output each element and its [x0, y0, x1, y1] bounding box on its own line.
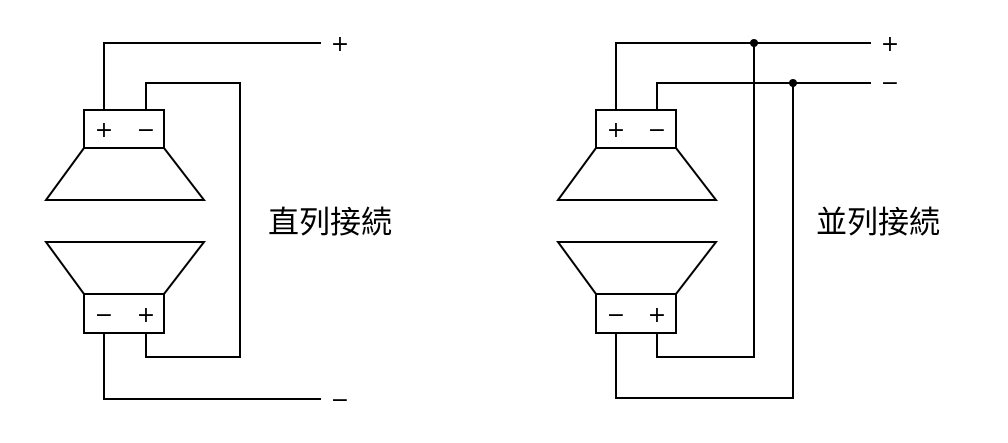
series-wire-positive — [103, 42, 321, 111]
speaker-terminal-box — [595, 293, 677, 334]
series-minus-terminal-label: − — [331, 388, 349, 413]
terminal-negative-label: − — [648, 118, 666, 143]
junction-dot-negative — [789, 79, 797, 87]
series-connection-title: 直列接続 — [268, 205, 392, 241]
series-wire-link — [145, 82, 241, 358]
parallel-plus-terminal-label: + — [881, 32, 899, 57]
terminal-negative-label: − — [137, 118, 155, 143]
speaker-cone — [44, 241, 207, 295]
parallel-speaker-top: + − — [556, 109, 719, 201]
series-wire-negative — [103, 332, 321, 400]
speaker-terminal-box — [83, 293, 165, 334]
parallel-connection-diagram: + − − + + − 並列接続 — [556, 32, 940, 399]
terminal-positive-label: + — [95, 118, 113, 143]
speaker-cone — [44, 147, 207, 201]
speaker-terminal-box — [595, 109, 677, 149]
series-speaker-bottom: − + — [44, 241, 207, 334]
junction-dot-positive — [750, 39, 758, 47]
terminal-positive-label: + — [648, 303, 666, 328]
parallel-connection-title: 並列接続 — [816, 205, 940, 241]
series-connection-diagram: + − − + + − 直列接続 — [44, 32, 392, 413]
parallel-wire-negative-main — [656, 82, 871, 111]
series-speaker-top: + − — [44, 109, 207, 201]
terminal-positive-label: + — [137, 303, 155, 328]
parallel-wire-negative-branch — [615, 82, 794, 399]
parallel-wire-positive-branch — [656, 42, 755, 358]
parallel-speaker-bottom: − + — [556, 241, 719, 334]
speaker-cone — [556, 241, 719, 295]
parallel-minus-terminal-label: − — [881, 71, 899, 96]
terminal-negative-label: − — [95, 303, 113, 328]
terminal-positive-label: + — [607, 118, 625, 143]
terminal-negative-label: − — [607, 303, 625, 328]
parallel-wire-positive-main — [615, 42, 871, 111]
series-plus-terminal-label: + — [331, 32, 349, 57]
speaker-cone — [556, 147, 719, 201]
